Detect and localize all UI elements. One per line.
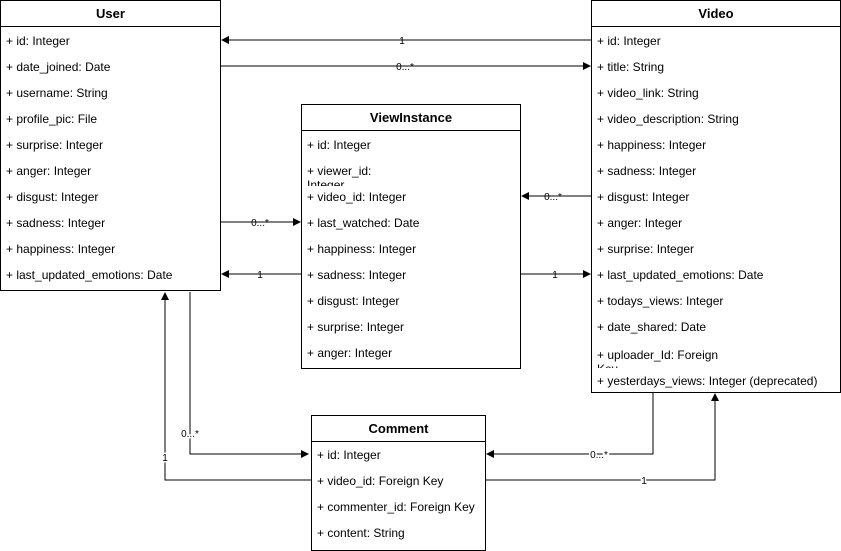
label-viewinstance-video: 1 — [552, 270, 558, 281]
field-anger: + anger: Integer — [597, 216, 683, 230]
field-username: + username: String — [6, 86, 108, 100]
field-title: + title: String — [597, 60, 665, 74]
entity-comment[interactable]: Comment + id: Integer + video_id: Foreig… — [311, 415, 486, 551]
entity-title: ViewInstance — [302, 105, 520, 131]
field-last-updated-emotions: + last_updated_emotions: Date — [6, 268, 173, 282]
label-video-comment: 0...* — [590, 450, 608, 461]
link-video-to-comment — [486, 393, 654, 458]
field-id: + id: Integer — [597, 34, 661, 48]
field-id: + id: Integer — [317, 448, 381, 462]
link-comment-to-user — [161, 292, 311, 481]
field-disgust: + disgust: Integer — [597, 190, 690, 204]
entity-title: Comment — [312, 416, 485, 442]
field-video-id: + video_id: Integer — [307, 190, 407, 204]
label-user-viewinstance: 0...* — [251, 218, 269, 229]
label-video-user-id: 1 — [399, 36, 405, 47]
field-sadness: + sadness: Integer — [6, 216, 106, 230]
label-video-viewinstance: 0...* — [544, 192, 562, 203]
field-date-joined: + date_joined: Date — [6, 60, 111, 74]
field-anger: + anger: Integer — [307, 346, 393, 360]
field-yesterdays-views: + yesterdays_views: Integer (deprecated) — [597, 374, 818, 388]
field-surprise: + surprise: Integer — [597, 242, 695, 256]
field-surprise: + surprise: Integer — [307, 320, 405, 334]
field-commenter-id: + commenter_id: Foreign Key — [317, 500, 475, 514]
field-video-link: + video_link: String — [597, 86, 699, 100]
field-viewer-id: + viewer_id: Integer — [307, 164, 372, 186]
field-happiness: + happiness: Integer — [597, 138, 707, 152]
field-surprise: + surprise: Integer — [6, 138, 104, 152]
field-video-description: + video_description: String — [597, 112, 739, 126]
field-happiness: + happiness: Integer — [307, 242, 417, 256]
label-user-video: 0...* — [396, 62, 414, 73]
entity-video[interactable]: Video + id: Integer + title: String + vi… — [591, 0, 841, 393]
field-disgust: + disgust: Integer — [6, 190, 99, 204]
field-anger: + anger: Integer — [6, 164, 92, 178]
field-sadness: + sadness: Integer — [597, 164, 697, 178]
entity-viewinstance[interactable]: ViewInstance + id: Integer + viewer_id: … — [301, 104, 521, 369]
field-video-id: + video_id: Foreign Key — [317, 474, 444, 488]
label-comment-video: 1 — [641, 476, 647, 487]
field-last-updated-emotions: + last_updated_emotions: Date — [597, 268, 764, 282]
field-id: + id: Integer — [307, 138, 371, 152]
field-id: + id: Integer — [6, 34, 70, 48]
field-date-shared: + date_shared: Date — [597, 320, 707, 334]
field-profile-pic: + profile_pic: File — [6, 112, 98, 126]
entity-user[interactable]: User + id: Integer + date_joined: Date +… — [0, 0, 221, 291]
field-happiness: + happiness: Integer — [6, 242, 116, 256]
field-uploader-id: + uploader_Id: Foreign Key — [597, 348, 719, 368]
label-viewinstance-user: 1 — [257, 270, 263, 281]
entity-title: Video — [592, 1, 840, 27]
entity-title: User — [1, 1, 220, 27]
field-sadness: + sadness: Integer — [307, 268, 407, 282]
field-last-watched: + last_watched: Date — [307, 216, 420, 230]
link-user-to-comment — [189, 292, 309, 458]
field-content: + content: String — [317, 526, 405, 540]
link-comment-to-video — [486, 393, 719, 481]
label-user-comment: 0...* — [181, 429, 199, 440]
field-disgust: + disgust: Integer — [307, 294, 400, 308]
label-comment-user: 1 — [162, 453, 168, 464]
field-todays-views: + todays_views: Integer — [597, 294, 724, 308]
